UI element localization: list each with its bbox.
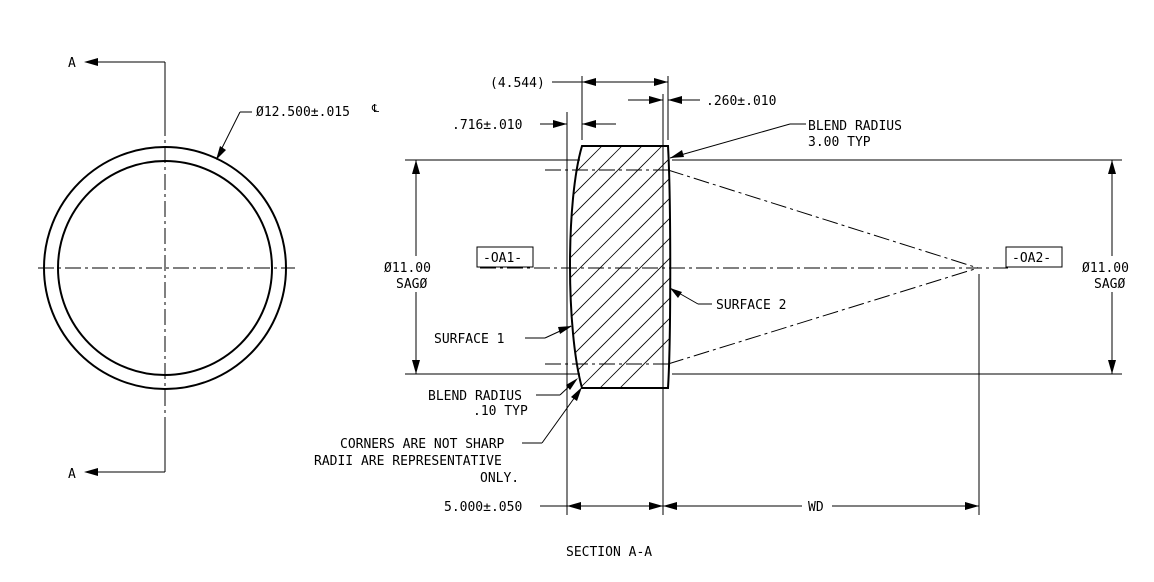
section-marker-top: A — [68, 56, 76, 71]
sag-diam-left-line2: SAGØ — [396, 277, 427, 292]
ray-lower — [667, 267, 979, 365]
sag-diam-right-line2: SAGØ — [1094, 277, 1125, 292]
blend-radius-top-line1: BLEND RADIUS — [808, 119, 902, 134]
overall-dim-label: (4.544) — [490, 76, 545, 91]
lens-hatching — [570, 146, 671, 388]
section-view: (4.544) .260±.010 .716±.010 BLEND RADIUS… — [314, 76, 1148, 560]
sag-label: .716±.010 — [452, 118, 522, 133]
sag-diam-right-line1: Ø11.00 — [1082, 261, 1129, 276]
blend-radius-bottom-line2: .10 TYP — [473, 404, 528, 419]
corners-note-line3: ONLY. — [480, 471, 519, 486]
corners-note-line1: CORNERS ARE NOT SHARP — [340, 437, 505, 452]
blend-radius-top-line2: 3.00 TYP — [808, 135, 871, 150]
corners-note-line2: RADII ARE REPRESENTATIVE — [314, 454, 502, 469]
section-title: SECTION A-A — [566, 545, 652, 560]
datum-left: -OA1- — [483, 251, 522, 266]
lens-outline — [569, 145, 672, 389]
ray-upper — [667, 169, 979, 269]
datum-right: -OA2- — [1012, 251, 1051, 266]
centerline-symbol: ℄ — [371, 102, 379, 115]
front-view: A A Ø12.500±.015 ℄ — [38, 56, 379, 482]
center-thickness-label: 5.000±.050 — [444, 500, 522, 515]
edge-thickness-label: .260±.010 — [706, 94, 776, 109]
datum-left-box — [476, 246, 534, 268]
sag-diam-left-line1: Ø11.00 — [384, 261, 431, 276]
surface-2-label: SURFACE 2 — [716, 298, 786, 313]
datum-right-box — [1005, 246, 1063, 268]
outer-diameter-label: Ø12.500±.015 — [256, 105, 350, 120]
working-distance-label: WD — [808, 500, 824, 515]
surface-1-label: SURFACE 1 — [434, 332, 504, 347]
blend-radius-bottom-line1: BLEND RADIUS — [428, 389, 522, 404]
section-marker-bottom: A — [68, 467, 76, 482]
